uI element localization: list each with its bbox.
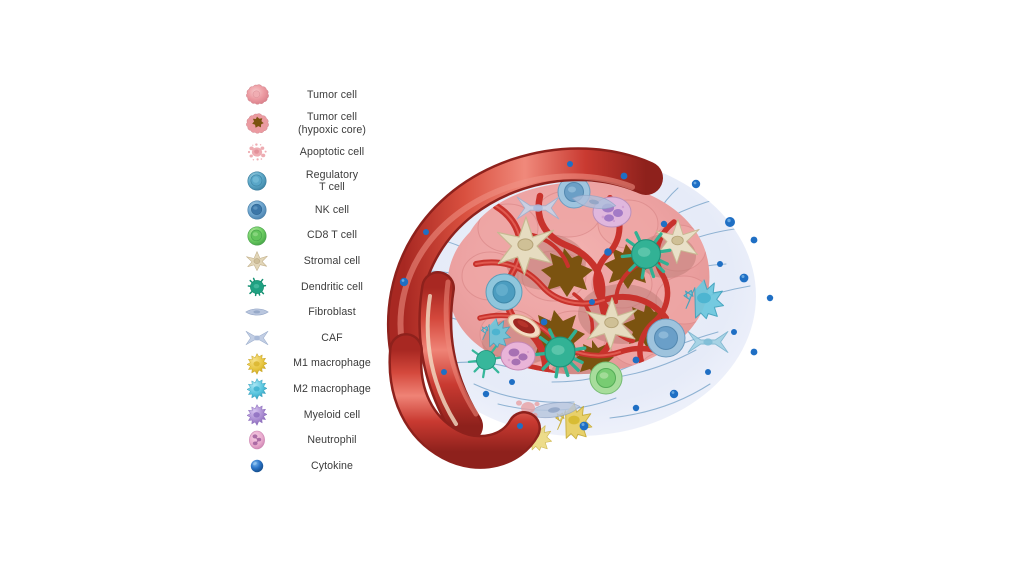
legend-item-nk-cell: NK cell (240, 197, 390, 223)
legend-item-apoptotic-cell: Apoptotic cell (240, 140, 390, 166)
regulatory-t-cell (485, 273, 523, 311)
dendritic-cell (533, 328, 587, 379)
legend-item-label: Cytokine (310, 459, 354, 472)
nk-cell-icon (240, 197, 274, 222)
fibroblast (571, 194, 617, 210)
vessel-cut-end (507, 313, 541, 339)
legend-item-caf: CAF (240, 325, 390, 351)
m2-macrophage-icon (240, 377, 274, 402)
legend-item-label: Fibroblast (308, 306, 356, 319)
cd8-t-cell-icon (240, 223, 274, 248)
legend-item-m2-macrophage: M2 macrophage (240, 376, 390, 402)
legend-item-label: Myeloid cell (303, 408, 361, 421)
legend-item-label: Regulatory T cell (305, 168, 359, 194)
legend-item-m1-macrophage: M1 macrophage (240, 351, 390, 377)
legend-item-cytokine: Cytokine (240, 453, 390, 479)
legend-item-regulatory-t-cell: Regulatory T cell (240, 165, 390, 197)
fibroblast-icon (240, 300, 274, 325)
legend-item-stromal-cell: Stromal cell (240, 248, 390, 274)
apoptotic-cell-icon (240, 140, 274, 165)
nk-cell (646, 318, 686, 358)
legend-item-label: CAF (321, 331, 343, 344)
neutrophil (500, 341, 536, 371)
neutrophil-icon (240, 428, 274, 453)
cytokine-particles (399, 161, 774, 431)
tumor-cell-hypoxic-icon (240, 111, 274, 136)
legend-item-label: M1 macrophage (293, 357, 371, 370)
tumor-cell-icon (240, 82, 274, 107)
caf-cell (516, 196, 560, 220)
dendritic-cell (620, 231, 672, 280)
legend-item-cd8-t-cell: CD8 T cell (240, 223, 390, 249)
m2-macrophage (480, 318, 511, 348)
dendritic-cell-icon (240, 274, 274, 299)
caf-icon (240, 325, 274, 350)
legend-item-label: Neutrophil (307, 434, 357, 447)
legend-item-label: Apoptotic cell (299, 146, 365, 159)
stromal-cell (496, 216, 555, 276)
legend-item-label: Stromal cell (303, 254, 361, 267)
fibroblast (527, 401, 581, 419)
legend-item-label: M2 macrophage (293, 382, 371, 395)
stromal-cell (655, 218, 700, 264)
legend-item-label: Tumor cell (hypoxic core) (298, 111, 366, 136)
cytokine-icon (240, 453, 274, 478)
legend-item-label: CD8 T cell (306, 229, 358, 242)
legend-item-dendritic-cell: Dendritic cell (240, 274, 390, 300)
myeloid-cell-icon (240, 402, 274, 427)
caf-cell (687, 331, 729, 353)
legend-item-tumor-cell-hypoxic: Tumor cell (hypoxic core) (240, 108, 390, 140)
cd8-t-cell (589, 361, 623, 395)
legend: Tumor cell Tumor cell (hypoxic core) (240, 82, 390, 479)
legend-item-label: NK cell (314, 203, 350, 216)
legend-item-myeloid-cell: Myeloid cell (240, 402, 390, 428)
legend-item-fibroblast: Fibroblast (240, 300, 390, 326)
stromal-cell (585, 297, 638, 351)
legend-item-neutrophil: Neutrophil (240, 428, 390, 454)
dendritic-cell (467, 344, 505, 379)
tumor-microenvironment-illustration (378, 136, 778, 476)
m2-macrophage (683, 279, 725, 320)
stromal-cell-icon (240, 249, 274, 274)
m1-macrophage-icon (240, 351, 274, 376)
blood-vessel-loop (386, 147, 663, 469)
regulatory-t-cell-icon (240, 169, 274, 194)
legend-item-label: Dendritic cell (300, 280, 364, 293)
legend-item-label: Tumor cell (306, 88, 358, 101)
legend-item-tumor-cell: Tumor cell (240, 82, 390, 108)
